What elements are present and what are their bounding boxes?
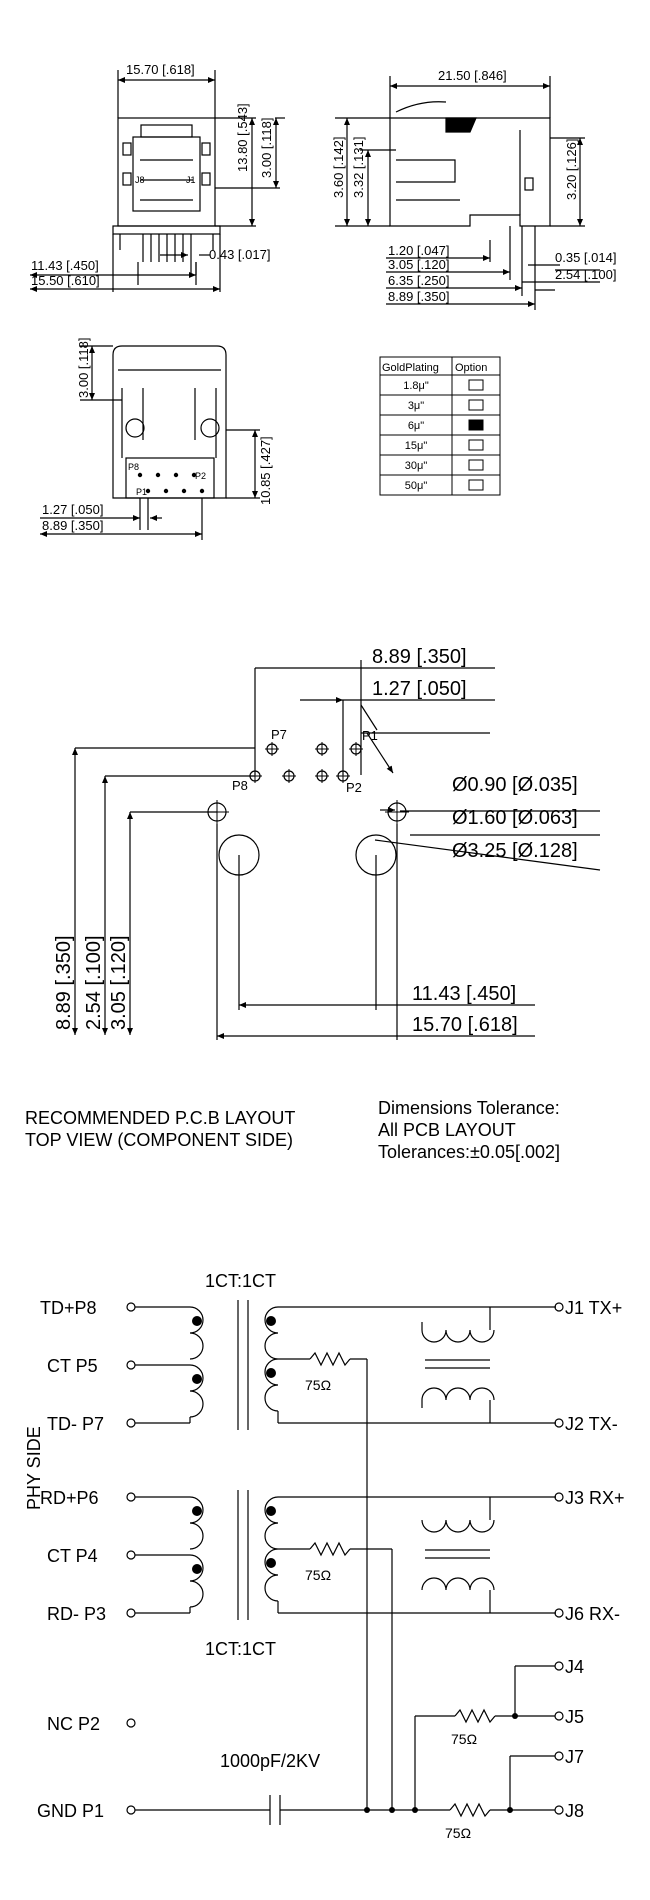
pin-j6: J6 RX-	[565, 1604, 620, 1624]
bottom-p1-label: P1	[136, 487, 147, 497]
plating-value-4: 30μ"	[405, 460, 428, 472]
plating-option-checkbox-2[interactable]	[468, 419, 484, 431]
pcb-v3-dim: 3.05 [.120]	[108, 935, 130, 1030]
pin-td-plus: TD+P8	[40, 1298, 97, 1318]
ratio-top-label: 1CT:1CT	[205, 1271, 276, 1291]
pin-j4: J4	[565, 1657, 584, 1677]
pcb-v1-dim: 8.89 [.350]	[53, 935, 75, 1030]
plating-value-1: 3μ"	[408, 400, 424, 412]
pcb-hole1-dim: Ø0.90 [Ø.035]	[452, 774, 578, 796]
bottom-h-dim: 3.00 [.118]	[76, 338, 91, 398]
plating-option-checkbox-5[interactable]	[468, 479, 484, 491]
pcb-layout-title: RECOMMENDED P.C.B LAYOUT TOP VIEW (COMPO…	[25, 1107, 295, 1151]
front-width-dim: 15.70 [.618]	[126, 62, 195, 77]
tolerance-line-1: Dimensions Tolerance:	[378, 1098, 560, 1118]
pin-j1: J1 TX+	[565, 1298, 622, 1318]
pin-rd-minus: RD- P3	[47, 1604, 106, 1624]
pcb-p8-label: P8	[232, 778, 248, 793]
side-h2-dim: 3.32 [.131]	[351, 137, 366, 198]
front-height-dim: 13.80 [.543]	[235, 103, 250, 172]
pcb-p2-label: P2	[346, 780, 362, 795]
front-base1-dim: 11.43 [.450]	[31, 258, 99, 273]
phy-side-label: PHY SIDE	[24, 1426, 44, 1510]
pcb-title-line-1: RECOMMENDED P.C.B LAYOUT	[25, 1108, 296, 1128]
pin-j7: J7	[565, 1747, 584, 1767]
schematic	[126, 1300, 564, 1825]
front-pin-dim: 0.43 [.017]	[209, 247, 270, 262]
plating-header: GoldPlating	[382, 362, 439, 374]
pcb-v2-dim: 2.54 [.100]	[83, 935, 105, 1030]
side-h3-dim: 3.20 [.126]	[564, 139, 579, 200]
pcb-title-line-2: TOP VIEW (COMPONENT SIDE)	[25, 1130, 294, 1150]
side-b2-dim: 3.05 [.120]	[388, 257, 449, 272]
pin-nc-p2: NC P2	[47, 1714, 100, 1734]
gold-plating-table	[379, 356, 501, 496]
bottom-p2-label: P2	[195, 471, 206, 481]
side-b1-dim: 1.20 [.047]	[388, 243, 449, 258]
plating-value-2: 6μ"	[408, 420, 424, 432]
plating-option-checkbox-1[interactable]	[468, 399, 484, 411]
resistor-label-4: 75Ω	[445, 1825, 471, 1841]
side-r2-dim: 2.54 [.100]	[555, 267, 616, 282]
resistor-label-1: 75Ω	[305, 1377, 331, 1393]
resistor-label-3: 75Ω	[451, 1731, 477, 1747]
pin-j3: J3 RX+	[565, 1488, 625, 1508]
bottom-b1-dim: 1.27 [.050]	[42, 502, 103, 517]
resistor-label-2: 75Ω	[305, 1567, 331, 1583]
bottom-p8-label: P8	[128, 462, 139, 472]
front-base2-dim: 15.50 [.610]	[31, 273, 100, 288]
pin-ct-p5: CT P5	[47, 1356, 98, 1376]
side-h1-dim: 3.60 [.142]	[331, 137, 346, 198]
plating-option-checkbox-0[interactable]	[468, 379, 484, 391]
pcb-top2-dim: 1.27 [.050]	[372, 678, 467, 700]
tolerance-line-2: All PCB LAYOUT	[378, 1120, 516, 1140]
plating-option-checkbox-4[interactable]	[468, 459, 484, 471]
pin-gnd-p1: GND P1	[37, 1801, 104, 1821]
ratio-bottom-label: 1CT:1CT	[205, 1639, 276, 1659]
side-b3-dim: 6.35 [.250]	[388, 273, 449, 288]
pin-ct-p4: CT P4	[47, 1546, 98, 1566]
pcb-top1-dim: 8.89 [.350]	[372, 646, 467, 668]
pcb-p1-label: P1	[362, 728, 378, 743]
side-view	[335, 76, 600, 310]
pcb-dims	[72, 747, 535, 1040]
pcb-hole2-dim: Ø1.60 [Ø.063]	[452, 807, 578, 829]
plating-option-checkbox-3[interactable]	[468, 439, 484, 451]
bottom-v-dim: 10.85 [.427]	[258, 436, 273, 505]
plating-rows: 1.8μ" 3μ" 6μ" 15μ" 30μ" 50μ"	[403, 379, 484, 492]
tolerance-note: Dimensions Tolerance: All PCB LAYOUT Tol…	[378, 1097, 560, 1163]
pin-j8: J8	[565, 1801, 584, 1821]
bottom-view	[40, 345, 260, 540]
pcb-hole3-dim: Ø3.25 [Ø.128]	[452, 840, 578, 862]
front-view	[30, 70, 285, 292]
plating-value-0: 1.8μ"	[403, 380, 429, 392]
option-header: Option	[455, 362, 487, 374]
pin-rd-plus: RD+P6	[40, 1488, 99, 1508]
side-width-dim: 21.50 [.846]	[438, 68, 507, 83]
pin-j5: J5	[565, 1707, 584, 1727]
plating-value-5: 50μ"	[405, 480, 428, 492]
pcb-h2-dim: 15.70 [.618]	[412, 1014, 518, 1036]
side-r1-dim: 0.35 [.014]	[555, 250, 616, 265]
pcb-layout	[254, 660, 601, 871]
pcb-h1-dim: 11.43 [.450]	[412, 983, 516, 1005]
front-height2-dim: 3.00 [.118]	[259, 118, 274, 178]
side-b4-dim: 8.89 [.350]	[388, 289, 449, 304]
schematic-dots	[192, 1316, 518, 1813]
pin-td-minus: TD- P7	[47, 1414, 104, 1434]
front-j8-label: J8	[135, 175, 145, 185]
capacitor-label: 1000pF/2KV	[220, 1751, 320, 1771]
bottom-b2-dim: 8.89 [.350]	[42, 518, 103, 533]
tolerance-line-3: Tolerances:±0.05[.002]	[378, 1142, 560, 1162]
pin-j2: J2 TX-	[565, 1414, 618, 1434]
front-j1-label: J1	[186, 175, 196, 185]
plating-value-3: 15μ"	[405, 440, 428, 452]
pcb-p7-label: P7	[271, 727, 287, 742]
